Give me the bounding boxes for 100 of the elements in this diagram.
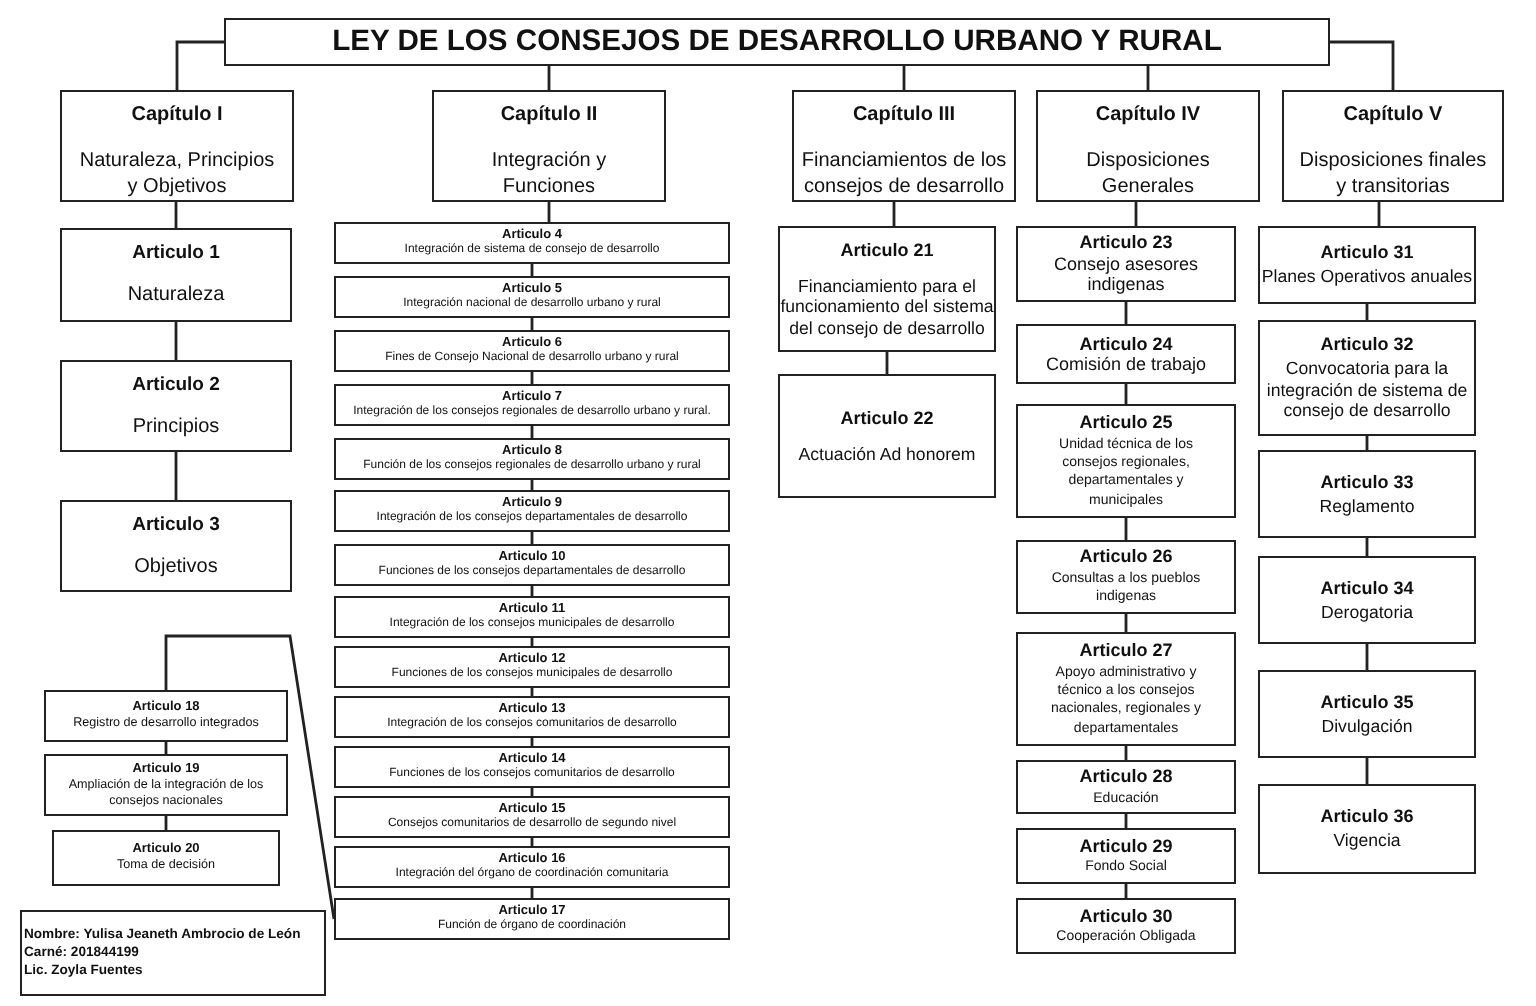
article-description: Divulgación <box>1321 715 1413 737</box>
article-description: Derogatoria <box>1321 601 1413 623</box>
chapter-heading: Capítulo V <box>1343 104 1443 128</box>
article-description: Consejo asesores indigenas <box>1051 253 1201 296</box>
article-description: Comisión de trabajo <box>1045 354 1207 375</box>
article-box <box>1258 226 1476 304</box>
article-box <box>1016 828 1236 884</box>
chapter-description: Disposiciones finales y transitorias <box>1297 148 1489 200</box>
article-description: Vigencia <box>1333 830 1401 852</box>
article-box <box>334 490 730 532</box>
article-box <box>52 830 280 886</box>
connector-line <box>1124 302 1128 324</box>
article-box <box>334 222 730 264</box>
article-heading: Articulo 2 <box>132 373 220 397</box>
connector-line <box>902 66 906 90</box>
article-box <box>334 384 730 426</box>
article-box <box>1258 784 1476 874</box>
article-heading: Articulo 31 <box>1320 242 1414 265</box>
article-heading: Articulo 36 <box>1320 806 1414 828</box>
connector-line <box>547 202 551 222</box>
article-box <box>334 438 730 480</box>
article-box <box>1016 324 1236 384</box>
article-box <box>1258 450 1476 538</box>
chapter-description: Financiamientos de los consejos de desarrollo <box>799 148 1009 200</box>
article-box <box>1016 226 1236 302</box>
title-box <box>224 18 1330 66</box>
article-heading: Articulo 34 <box>1320 577 1414 599</box>
article-heading: Articulo 33 <box>1320 471 1414 493</box>
article-heading: Articulo 25 <box>1079 412 1173 434</box>
article-box <box>334 646 730 688</box>
connector-line <box>1124 384 1128 404</box>
article-description: Principios <box>132 415 220 439</box>
connector-line <box>175 40 224 90</box>
connector-line <box>1365 644 1369 670</box>
article-heading: Articulo 24 <box>1079 333 1173 354</box>
article-box <box>334 846 730 888</box>
article-box <box>1258 670 1476 758</box>
article-box <box>334 276 730 318</box>
title-text: LEY DE LOS CONSEJOS DE DESARROLLO URBANO Y RURAL <box>332 24 1222 60</box>
chapter-box <box>1282 90 1504 202</box>
article-heading: Articulo 3 <box>132 513 220 537</box>
article-box <box>1016 540 1236 614</box>
article-box <box>334 330 730 372</box>
article-box <box>334 696 730 738</box>
article-heading: Articulo 29 <box>1079 835 1173 857</box>
article-description: Objetivos <box>134 555 218 579</box>
article-box <box>1016 760 1236 814</box>
article-box <box>1016 898 1236 954</box>
article-heading: Articulo 26 <box>1079 546 1173 568</box>
chapter-box <box>792 90 1016 202</box>
connector-line <box>1134 202 1138 226</box>
article-box <box>1258 320 1476 436</box>
article-heading: Articulo 32 <box>1320 334 1414 357</box>
article-description: Actuación Ad honorem <box>798 443 976 465</box>
chapter-description: Integración y Funciones <box>489 148 609 200</box>
chapter-heading: Capítulo II <box>500 104 598 128</box>
connector-line <box>1377 202 1381 226</box>
chapter-description: Naturaleza, Principios y Objetivos <box>77 148 277 200</box>
chapter-box <box>432 90 666 202</box>
connector-line <box>164 634 336 920</box>
connector-line <box>1330 40 1395 90</box>
article-heading: Articulo 28 <box>1079 766 1173 788</box>
chapter-heading: Capítulo III <box>852 104 956 128</box>
connector-line <box>174 452 178 500</box>
chapter-heading: Capítulo IV <box>1095 104 1201 128</box>
chapter-box <box>1036 90 1260 202</box>
article-box <box>44 754 288 816</box>
connector-line <box>885 352 889 374</box>
article-heading: Articulo 27 <box>1079 640 1173 662</box>
article-description: Reglamento <box>1319 495 1415 517</box>
connector-line <box>174 202 178 228</box>
article-box <box>1258 556 1476 644</box>
article-box <box>334 796 730 838</box>
connector-line <box>1365 758 1369 784</box>
connector-line <box>1124 518 1128 540</box>
chapter-heading: Capítulo I <box>131 104 223 128</box>
article-heading: Articulo 35 <box>1320 691 1414 713</box>
article-box <box>1016 404 1236 518</box>
student-info-box <box>20 910 326 996</box>
connector-line <box>174 322 178 360</box>
article-box <box>1016 632 1236 746</box>
article-heading: Articulo 22 <box>840 407 934 430</box>
chapter-description: Disposiciones Generales <box>1084 148 1212 200</box>
connector-line <box>892 202 896 226</box>
article-description: Naturaleza <box>127 284 225 308</box>
article-heading: Articulo 21 <box>840 239 934 262</box>
article-box <box>60 228 292 322</box>
article-box <box>44 690 288 742</box>
article-description: Planes Operativos anuales <box>1261 266 1473 288</box>
article-description: Financiamiento para el funcionamiento del sistema del consejo de desarrollo <box>780 275 994 339</box>
article-box <box>778 374 996 498</box>
article-box <box>334 596 730 638</box>
article-box <box>334 898 730 940</box>
chapter-box <box>60 90 294 202</box>
connector-line <box>1146 66 1150 90</box>
article-heading: Articulo 23 <box>1079 232 1173 254</box>
article-heading: Articulo 30 <box>1079 905 1173 927</box>
article-heading: Articulo 1 <box>132 242 220 266</box>
connector-line <box>547 66 551 90</box>
article-box <box>60 500 292 592</box>
